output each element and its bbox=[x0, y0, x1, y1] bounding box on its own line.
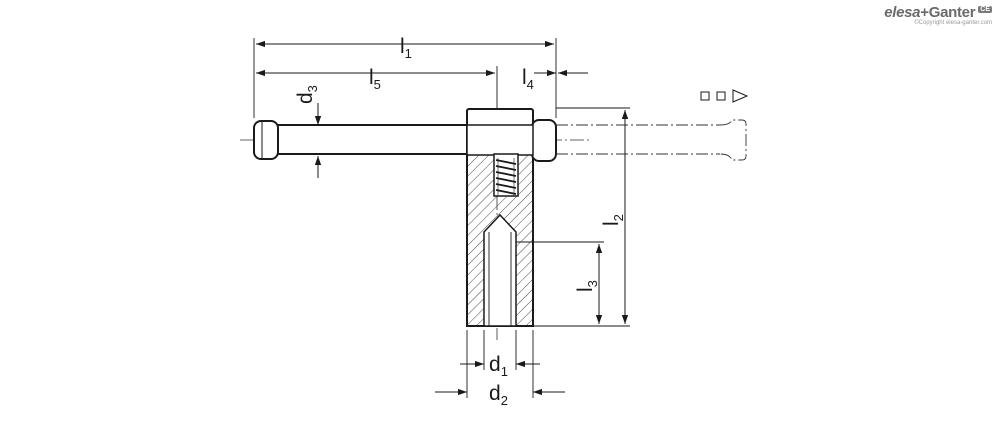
hub-body bbox=[466, 108, 557, 327]
brand-name: elesa+Ganter bbox=[884, 4, 976, 21]
svg-text:d2: d2 bbox=[489, 382, 508, 408]
svg-text:l5: l5 bbox=[369, 66, 381, 92]
svg-text:l2: l2 bbox=[600, 214, 626, 226]
svg-text:d1: d1 bbox=[489, 353, 508, 379]
label-d1: d1 bbox=[489, 353, 508, 379]
direction-indicator bbox=[700, 89, 749, 103]
phantom-arm bbox=[556, 119, 747, 161]
svg-text:l4: l4 bbox=[522, 66, 534, 92]
label-l5: l5 bbox=[369, 66, 381, 92]
label-d3: d3 bbox=[294, 85, 320, 104]
label-l3: l3 bbox=[574, 280, 600, 292]
label-d2: d2 bbox=[489, 382, 508, 408]
dimension-lines bbox=[256, 40, 629, 396]
spring bbox=[495, 158, 517, 196]
label-l4: l4 bbox=[522, 66, 534, 92]
label-l1: l1 bbox=[400, 35, 412, 61]
label-l2: l2 bbox=[600, 214, 626, 226]
svg-text:d3: d3 bbox=[294, 85, 320, 104]
svg-text:l1: l1 bbox=[400, 35, 412, 61]
copyright-text: ©Copyright elesa-ganter.com bbox=[914, 20, 992, 26]
lever-arm bbox=[253, 120, 470, 160]
svg-text:l3: l3 bbox=[574, 280, 600, 292]
ce-mark: CE bbox=[978, 6, 992, 13]
